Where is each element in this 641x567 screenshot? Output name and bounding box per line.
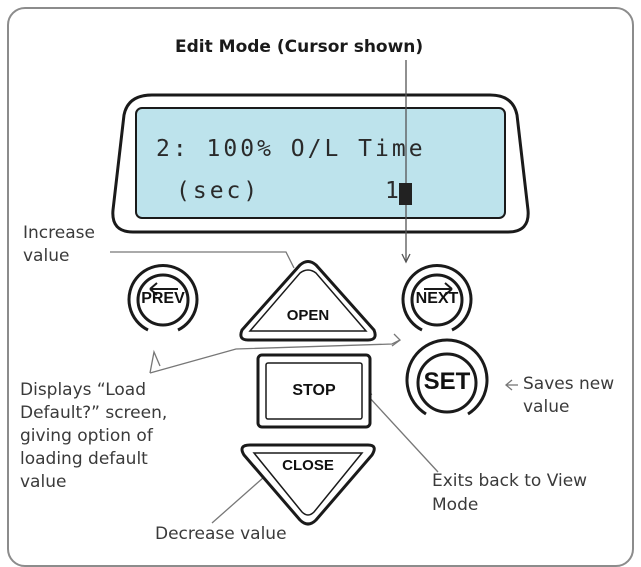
displays-annotation-line-1: Displays “Load	[20, 380, 146, 400]
close-button[interactable]: CLOSE	[282, 457, 334, 474]
open-button-shape	[239, 260, 377, 342]
next-button[interactable]: NEXT	[415, 290, 459, 307]
lcd-line-2-value: 1	[385, 178, 402, 204]
stop-button[interactable]: STOP	[292, 382, 336, 399]
saves-annotation-line-2: value	[523, 397, 570, 417]
displays-annotation-line-3: giving option of	[20, 426, 153, 446]
increase-annotation-line-1: Increase	[23, 223, 95, 243]
prev-button[interactable]: PREV	[141, 290, 185, 307]
displays-annotation-line-4: loading default	[20, 449, 148, 469]
set-button[interactable]: SET	[423, 368, 471, 395]
increase-annotation-line-2: value	[23, 246, 70, 266]
set-button-shape	[405, 338, 489, 416]
decrease-annotation: Decrease value	[155, 524, 287, 544]
stop-button-shape	[256, 353, 372, 429]
open-button[interactable]: OPEN	[286, 307, 330, 324]
saves-annotation-line-1: Saves new	[523, 374, 615, 394]
lcd-screen	[135, 107, 506, 219]
close-button-shape	[240, 443, 376, 526]
prev-button-shape	[127, 263, 199, 332]
exits-annotation-line-2: Mode	[432, 495, 479, 515]
next-button-shape	[401, 263, 473, 332]
lcd-line-1: 2: 100% O/L Time	[156, 136, 426, 162]
diagram-graphics	[110, 60, 530, 526]
displays-annotation-line-5: value	[20, 472, 67, 492]
exits-annotation-line-1: Exits back to View	[432, 471, 588, 491]
displays-annotation-line-2: Default?” screen,	[20, 403, 168, 423]
page-title: Edit Mode (Cursor shown)	[175, 37, 424, 57]
lcd-line-2-label: (sec)	[176, 178, 261, 204]
lcd-cursor-block	[399, 183, 412, 205]
